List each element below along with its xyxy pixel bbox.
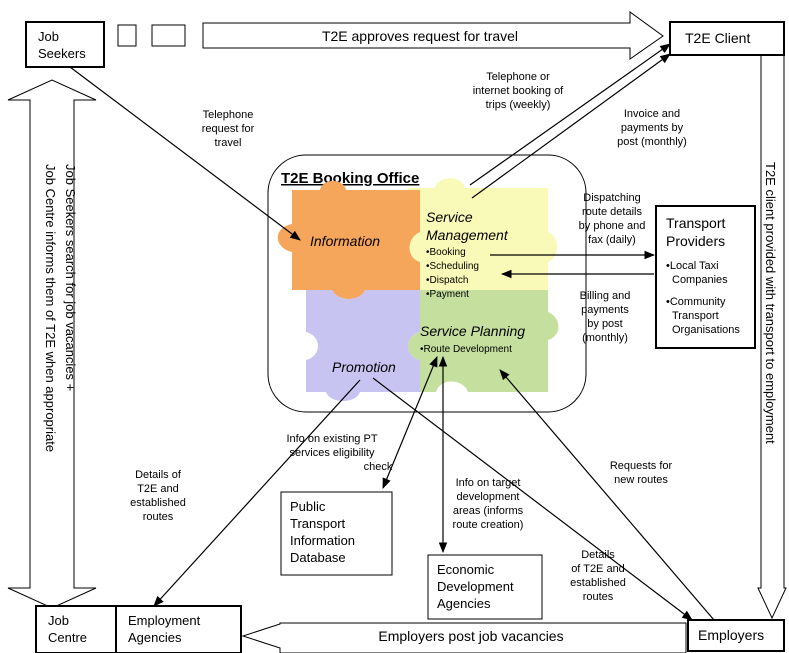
arrow-client-to-office — [471, 53, 671, 199]
arrow-telephone-request — [69, 66, 301, 241]
economic-agencies-label: Agencies — [437, 596, 491, 611]
info-pt-label: check — [364, 461, 393, 473]
billing-label: (monthly) — [582, 332, 628, 344]
transport-provider-item: Companies — [672, 274, 728, 286]
transport-provider-item: •Local Taxi — [666, 260, 719, 272]
arrow-office-to-client — [469, 43, 671, 186]
promotion-label: Promotion — [332, 359, 396, 375]
employers-post-label: Employers post job vacancies — [378, 628, 563, 644]
details-left-label: established — [130, 497, 186, 509]
arrow-requests-new-routes — [499, 369, 715, 621]
centre-informs-label: Job Centre informs them of T2E when appr… — [43, 164, 58, 452]
sm-item: •Scheduling — [426, 261, 479, 272]
job-seekers-label-2: Seekers — [38, 46, 86, 61]
economic-agencies-label: Economic — [437, 562, 495, 577]
info-pt-label: services eligibility — [290, 447, 375, 459]
pt-database-label: Information — [290, 533, 355, 548]
client-transport-label: T2E client provided with transport to em… — [763, 162, 778, 444]
small-box-1 — [117, 24, 137, 47]
t2e-client-label: T2E Client — [685, 30, 750, 46]
approves-arrow: T2E approves request for travel — [202, 11, 664, 60]
t2e-client-box — [669, 21, 785, 56]
info-target-label: route creation) — [453, 519, 524, 531]
details-right-label: routes — [583, 591, 614, 603]
employment-agencies-box — [115, 605, 242, 653]
arrow-promotion-to-employers — [372, 377, 693, 621]
service-management-label-2: Management — [426, 227, 509, 243]
sp-item: •Route Development — [420, 344, 512, 355]
info-target-label: development — [457, 491, 520, 503]
dispatching-label: by phone and — [579, 220, 646, 232]
employment-agencies-label-2: Agencies — [128, 630, 182, 645]
transport-providers-title-2: Providers — [666, 233, 725, 249]
dispatching-label: fax (daily) — [588, 234, 636, 246]
job-seekers-box — [25, 21, 105, 68]
info-target-label: Info on target — [456, 477, 521, 489]
telephone-booking-label: Telephone or — [486, 71, 550, 83]
job-seekers-label-1: Job — [38, 29, 59, 44]
sm-item: •Payment — [426, 289, 469, 300]
details-left-label: T2E and — [137, 483, 179, 495]
telephone-request-label: travel — [215, 137, 242, 149]
invoice-label: Invoice and — [624, 108, 680, 120]
approves-label: T2E approves request for travel — [322, 28, 518, 44]
invoice-label: payments by — [621, 122, 684, 134]
requests-label: new routes — [614, 474, 668, 486]
employment-agencies-label-1: Employment — [128, 613, 201, 628]
telephone-booking-label: trips (weekly) — [486, 99, 551, 111]
transport-provider-item: Transport — [672, 310, 719, 322]
economic-agencies-label: Development — [437, 579, 514, 594]
service-management-label-1: Service — [426, 209, 473, 225]
details-right-label: Details — [581, 549, 615, 561]
employers-label: Employers — [698, 627, 764, 643]
job-centre-label-1: Job — [48, 613, 69, 628]
billing-label: by post — [587, 318, 622, 330]
pt-database-label: Database — [290, 550, 346, 565]
dispatching-label: route details — [582, 206, 642, 218]
info-target-label: areas (informs — [453, 505, 524, 517]
details-right-label: of T2E and — [571, 563, 625, 575]
pt-database-label: Transport — [290, 516, 346, 531]
details-left-label: Details of — [135, 469, 182, 481]
seekers-search-label: Job Seekers search for job vacancies + — [63, 164, 78, 391]
pt-database-box — [280, 491, 393, 576]
details-left-label: routes — [143, 511, 174, 523]
details-right-label: established — [570, 577, 626, 589]
transport-provider-item: Organisations — [672, 324, 740, 336]
job-centre-label-2: Centre — [48, 630, 87, 645]
puzzle-pieces — [277, 178, 559, 401]
pt-database-label: Public — [290, 499, 326, 514]
employers-post-arrow: Employers post job vacancies — [241, 622, 687, 653]
economic-agencies-box — [427, 554, 543, 620]
sm-item: •Dispatch — [426, 275, 468, 286]
billing-label: payments — [581, 304, 629, 316]
telephone-request-label: request for — [202, 123, 255, 135]
transport-providers-box — [655, 205, 756, 349]
telephone-request-label: Telephone — [203, 109, 254, 121]
invoice-label: post (monthly) — [617, 136, 687, 148]
sm-item: •Booking — [426, 247, 466, 258]
job-centre-box — [35, 605, 117, 653]
seekers-centre-arrow: Job Seekers search for job vacancies + J… — [7, 79, 97, 609]
employers-box — [687, 619, 785, 652]
telephone-booking-label: internet booking of — [473, 85, 564, 97]
booking-office-title: T2E Booking Office — [281, 170, 419, 187]
info-pt-label: Info on existing PT — [286, 433, 377, 445]
transport-providers-title-1: Transport — [666, 215, 726, 231]
requests-label: Requests for — [610, 460, 673, 472]
information-label: Information — [310, 233, 380, 249]
service-planning-label: Service Planning — [420, 323, 525, 339]
small-box-2 — [151, 24, 186, 47]
transport-provider-item: •Community — [666, 296, 726, 308]
dispatching-label: Dispatching — [583, 192, 640, 204]
client-transport-arrow: T2E client provided with transport to em… — [757, 54, 787, 620]
billing-label: Billing and — [580, 290, 631, 302]
arrow-promotion-to-centre — [153, 379, 361, 607]
arrow-pt-database — [382, 356, 438, 489]
